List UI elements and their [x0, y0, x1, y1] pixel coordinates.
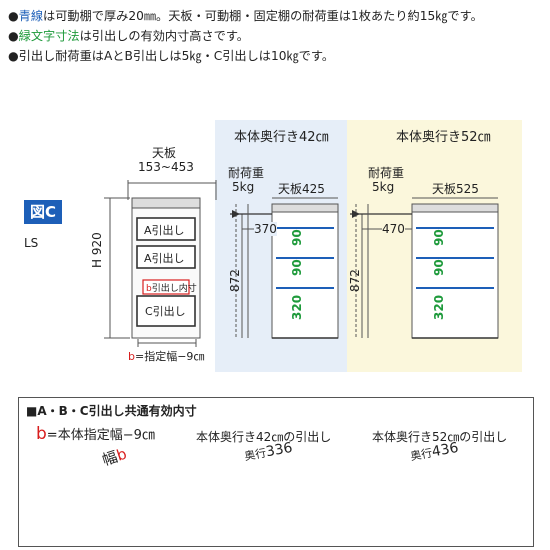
drawer-height-1: 90 [432, 229, 446, 246]
blue-line-term: 青線 [18, 9, 44, 23]
depth-word: 奥行 [243, 446, 268, 464]
load-value: 5kg [372, 180, 395, 194]
bullet: ● [8, 29, 19, 43]
tenban-525: 天板525 [432, 182, 479, 196]
height-872-label: 872 [228, 269, 242, 292]
d42-title: 本体奥行き42㎝の引出し [196, 430, 332, 444]
b-formula-text: =本体指定幅−9㎝ [46, 428, 155, 443]
notes: ●青線は可動棚で厚み20㎜。天板・可動棚・固定棚の耐荷重は1枚あたり約15㎏です… [8, 6, 548, 66]
arrow-head [352, 210, 360, 218]
front-view [104, 180, 217, 347]
tenban-425: 天板425 [278, 182, 325, 196]
drawer-height-1: 90 [290, 229, 304, 246]
depth-52-title: 本体奥行き52㎝ [396, 130, 491, 145]
depth-word: 奥行 [409, 446, 434, 464]
figure-label: 図C [24, 200, 62, 224]
side-cabinet-52 [411, 203, 499, 339]
note-line-3: ●引出し耐荷重はAとB引出しは5㎏・C引出しは10㎏です。 [8, 49, 335, 63]
b-inner-text: 引出し内寸 [151, 284, 197, 294]
note-line-2: ●緑文字寸法は引出しの有効内寸高さです。 [8, 26, 548, 46]
tenban-label: 天板 [152, 146, 177, 160]
note-2-text: は引出しの有効内寸高さです。 [79, 29, 249, 43]
width-note-text: =指定幅−9㎝ [134, 350, 205, 363]
figure-sub-label: LS [24, 236, 39, 250]
front-top [131, 197, 201, 209]
drawer-height-2: 90 [432, 259, 446, 276]
side-view-52 [350, 197, 499, 339]
drawer-b-label: b引出し内寸 [146, 281, 197, 294]
drawer-a1 [136, 217, 196, 241]
depth-370-label: 370 [254, 222, 277, 236]
drawer-c-label: C引出し [145, 305, 186, 318]
height-872-label: 872 [348, 269, 362, 292]
b-letter: b [146, 284, 152, 294]
drawer-height-3: 320 [290, 294, 304, 320]
drawer-height-3: 320 [432, 294, 446, 320]
depth-470-label: 470 [382, 222, 405, 236]
side-view-42 [230, 197, 339, 339]
side-cabinet-42 [271, 203, 339, 339]
green-term: 緑文字寸法 [18, 29, 80, 43]
drawer-a1-label: A引出し [144, 224, 185, 237]
b-letter: b [36, 424, 47, 444]
note-line-1: ●青線は可動棚で厚み20㎜。天板・可動棚・固定棚の耐荷重は1枚あたり約15㎏です… [8, 6, 548, 26]
drawer-b-inner [142, 279, 190, 295]
side-top-42 [271, 203, 339, 213]
depth-42-title: 本体奥行き42㎝ [234, 130, 329, 145]
drawer-a2 [136, 245, 196, 269]
side-top-52 [411, 203, 499, 213]
bottom-title: ■A・B・C引出し共通有効内寸 [26, 404, 197, 418]
arrow-head [232, 210, 240, 218]
load-label: 耐荷重 [368, 166, 405, 180]
load-value: 5kg [232, 180, 255, 194]
b-letter: b [128, 350, 135, 363]
note-1-text: は可動棚で厚み20㎜。天板・可動棚・固定棚の耐荷重は1枚あたり約15㎏です。 [43, 9, 483, 23]
load-label: 耐荷重 [228, 166, 265, 180]
tenban-range: 153~453 [138, 160, 194, 174]
drawer-a2-label: A引出し [144, 252, 185, 265]
bullet: ● [8, 9, 19, 23]
drawer-dimension-box [18, 397, 534, 547]
height-label: H 920 [90, 232, 104, 268]
d52-title: 本体奥行き52㎝の引出し [372, 430, 508, 444]
drawer-c [136, 295, 196, 327]
width-note: b=指定幅−9㎝ [128, 348, 204, 364]
drawer-height-2: 90 [290, 259, 304, 276]
b-formula: b=本体指定幅−9㎝ [36, 424, 155, 444]
